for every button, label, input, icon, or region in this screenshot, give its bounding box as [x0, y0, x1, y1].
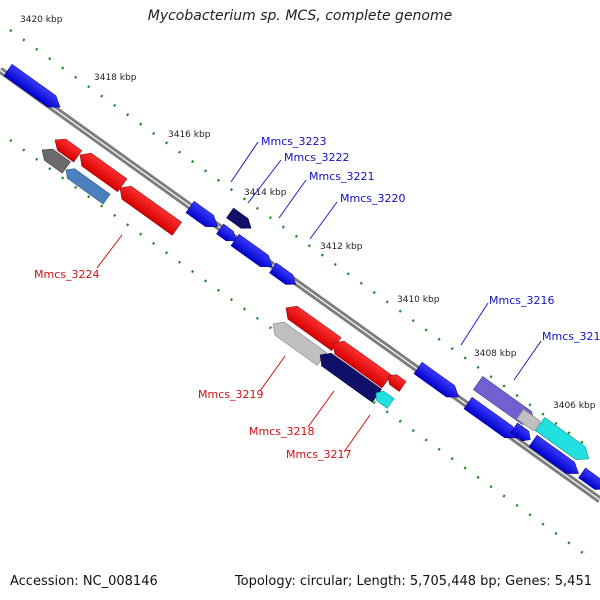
genome-summary-text: Topology: circular; Length: 5,705,448 bp…	[234, 574, 592, 589]
gene-arrow-forward[interactable]	[413, 361, 463, 402]
tick-label: 3412 kbp	[320, 242, 363, 252]
leader-line	[259, 355, 286, 392]
gene-arrow-reverse[interactable]	[281, 301, 342, 351]
gene-label[interactable]: Mmcs_3221	[309, 170, 374, 183]
gene-arrow-reverse[interactable]	[75, 148, 128, 193]
gene-arrow-forward-dark[interactable]	[226, 207, 255, 233]
gene-label[interactable]: Mmcs_3216	[489, 294, 554, 307]
tick-label: 3416 kbp	[168, 130, 211, 140]
gene-arrow-forward[interactable]	[216, 223, 240, 245]
tick-label: 3418 kbp	[94, 73, 137, 83]
gene-arrow-forward[interactable]	[510, 422, 534, 444]
leader-line	[96, 234, 123, 269]
gene-arrow-forward[interactable]	[463, 396, 521, 443]
outer-scale-line	[9, 28, 591, 450]
leader-line	[230, 141, 259, 183]
leader-line	[460, 302, 489, 346]
accession-text: Accession: NC_008146	[10, 574, 158, 589]
gene-label[interactable]: Mmcs_3224	[34, 268, 99, 281]
gene-arrow-forward[interactable]	[230, 233, 277, 272]
gene-label[interactable]: Mmcs_3220	[340, 192, 405, 205]
tick-label: 3414 kbp	[244, 188, 287, 198]
tick-label: 3406 kbp	[553, 401, 596, 411]
leader-line	[343, 414, 371, 453]
gene-arrow-reverse-grey[interactable]	[38, 144, 71, 174]
map-title: Mycobacterium sp. MCS, complete genome	[147, 8, 453, 24]
gene-label[interactable]: Mmcs_3217	[286, 448, 351, 461]
gene-arrow-reverse[interactable]	[385, 371, 407, 392]
gene-label[interactable]: Mmcs_3215	[542, 330, 600, 343]
tick-label: 3420 kbp	[20, 15, 63, 25]
tick-label: 3408 kbp	[474, 349, 517, 359]
gene-arrow-reverse-grey-light[interactable]	[268, 317, 327, 366]
gene-arrow-forward-cyan[interactable]	[534, 417, 593, 465]
gene-arrow-reverse-cyan[interactable]	[373, 388, 395, 409]
gene-arrow-reverse-steel[interactable]	[63, 165, 111, 205]
gene-arrow-forward[interactable]	[269, 262, 300, 289]
leader-line	[513, 340, 542, 381]
tick-label: 3410 kbp	[397, 295, 440, 305]
leader-line	[247, 159, 282, 204]
gene-arrow-forward[interactable]	[3, 63, 64, 113]
gene-arrow-forward[interactable]	[185, 200, 222, 232]
gene-arrow-reverse-navy[interactable]	[315, 348, 382, 403]
gene-label[interactable]: Mmcs_3222	[284, 151, 349, 164]
leader-line	[307, 390, 335, 428]
gene-arrow-reverse[interactable]	[51, 134, 83, 163]
gene-arrow-forward[interactable]	[528, 434, 583, 479]
gene-label[interactable]: Mmcs_3218	[249, 425, 314, 438]
gene-arrow-reverse[interactable]	[115, 181, 182, 236]
gene-arrow-reverse[interactable]	[328, 336, 392, 389]
gene-label[interactable]: Mmcs_3219	[198, 388, 263, 401]
gene-label[interactable]: Mmcs_3223	[261, 135, 326, 148]
leader-line	[278, 179, 307, 219]
leader-line	[309, 201, 338, 240]
